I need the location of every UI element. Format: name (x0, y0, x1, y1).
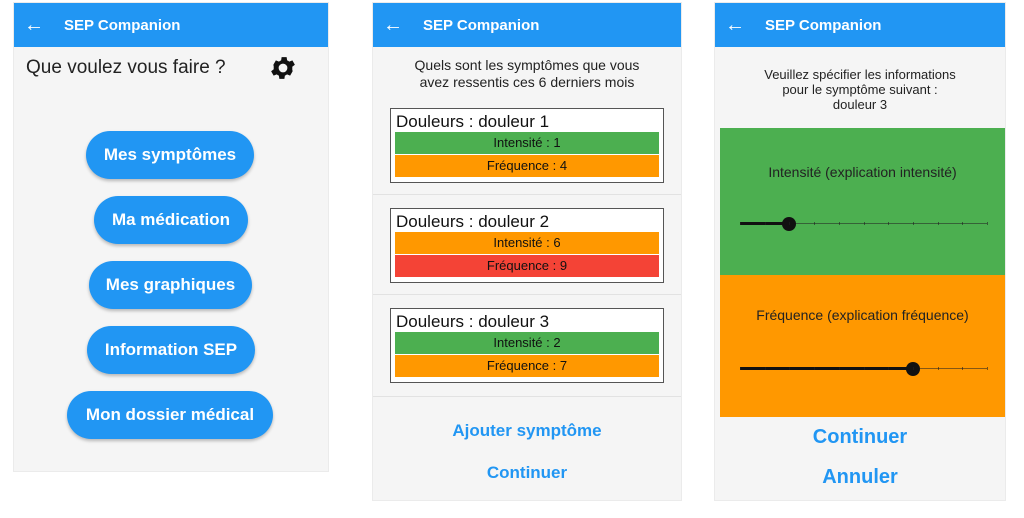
slider-tick (764, 367, 766, 370)
slider-tick (937, 222, 939, 225)
slider-tick (962, 367, 964, 370)
frequency-bar: Fréquence : 7 (395, 355, 659, 377)
back-arrow-icon[interactable]: ← (24, 14, 44, 36)
slider-tick (888, 367, 890, 370)
sep-information-button[interactable]: Information SEP (87, 326, 255, 374)
app-title: SEP Companion (423, 16, 540, 34)
medical-record-button[interactable]: Mon dossier médical (67, 391, 273, 439)
frequency-bar: Fréquence : 9 (395, 255, 659, 277)
symptoms-screen: ← SEP Companion Quels sont les symptômes… (373, 3, 681, 500)
slider-tick (814, 222, 816, 225)
slider-tick (789, 367, 791, 370)
intensity-bar: Intensité : 2 (395, 332, 659, 354)
home-screen: ← SEP Companion Que voulez vous faire ? … (14, 3, 328, 471)
slider-tick (863, 222, 865, 225)
symptom-card[interactable]: Douleurs : douleur 1 Intensité : 1 Fréqu… (390, 108, 664, 183)
slider-tick (962, 222, 964, 225)
frequency-slider[interactable] (740, 361, 988, 377)
slider-tick (863, 367, 865, 370)
app-bar: ← SEP Companion (14, 3, 328, 47)
slider-fill (740, 367, 913, 370)
my-medication-button[interactable]: Ma médication (94, 196, 248, 244)
slider-tick (764, 222, 766, 225)
continue-button[interactable]: Continuer (812, 426, 908, 448)
slider-tick (912, 222, 914, 225)
continue-button[interactable]: Continuer (486, 463, 568, 482)
intensity-slider[interactable] (740, 216, 988, 232)
add-symptom-button[interactable]: Ajouter symptôme (452, 421, 602, 440)
intensity-panel: Intensité (explication intensité) (720, 128, 1005, 275)
divider (373, 294, 681, 295)
slider-tick (838, 222, 840, 225)
symptom-card[interactable]: Douleurs : douleur 2 Intensité : 6 Fréqu… (390, 208, 664, 283)
frequency-bar: Fréquence : 4 (395, 155, 659, 177)
slider-tick (888, 222, 890, 225)
slider-tick (987, 367, 988, 370)
app-title: SEP Companion (765, 16, 882, 34)
slider-tick (740, 367, 741, 370)
gear-icon[interactable] (268, 53, 298, 83)
cancel-button[interactable]: Annuler (822, 466, 898, 488)
slider-tick (814, 367, 816, 370)
symptom-title: Douleurs : douleur 1 (396, 112, 550, 131)
symptom-title: Douleurs : douleur 2 (396, 212, 550, 231)
app-title: SEP Companion (64, 16, 181, 34)
my-symptoms-button[interactable]: Mes symptômes (86, 131, 254, 179)
symptoms-question: Quels sont les symptômes que vous avez r… (414, 57, 640, 90)
frequency-panel: Fréquence (explication fréquence) (720, 275, 1005, 417)
intensity-bar: Intensité : 1 (395, 132, 659, 154)
divider (373, 396, 681, 397)
back-arrow-icon[interactable]: ← (383, 14, 403, 36)
slider-tick (838, 367, 840, 370)
divider (373, 194, 681, 195)
slider-tick (987, 222, 988, 225)
symptom-detail-question: Veuillez spécifier les informations pour… (764, 67, 956, 112)
slider-tick (789, 222, 791, 225)
slider-tick (740, 222, 741, 225)
slider-tick (912, 367, 914, 370)
app-bar: ← SEP Companion (715, 3, 1005, 47)
back-arrow-icon[interactable]: ← (725, 14, 745, 36)
slider-tick (937, 367, 939, 370)
intensity-bar: Intensité : 6 (395, 232, 659, 254)
intensity-label: Intensité (explication intensité) (768, 164, 957, 180)
home-question: Que voulez vous faire ? (26, 57, 226, 78)
frequency-label: Fréquence (explication fréquence) (756, 307, 969, 323)
symptom-detail-screen: ← SEP Companion Veuillez spécifier les i… (715, 3, 1005, 500)
symptom-title: Douleurs : douleur 3 (396, 312, 550, 331)
symptom-card[interactable]: Douleurs : douleur 3 Intensité : 2 Fréqu… (390, 308, 664, 383)
app-bar: ← SEP Companion (373, 3, 681, 47)
my-charts-button[interactable]: Mes graphiques (89, 261, 252, 309)
